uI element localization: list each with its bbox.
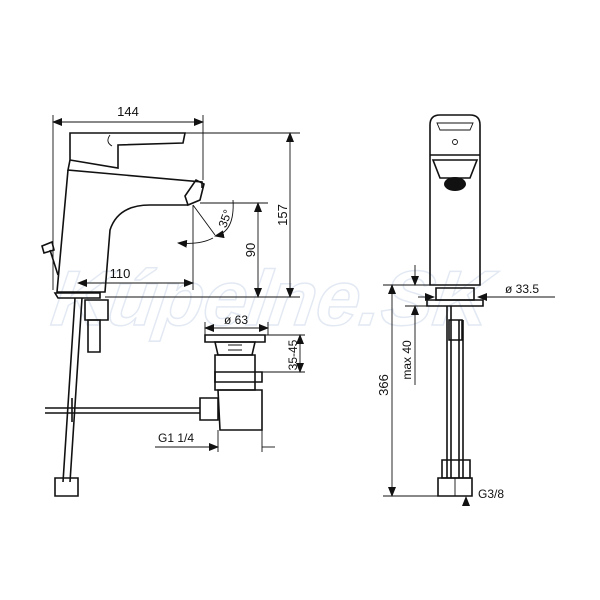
dim-max-deck: max 40 [400,340,414,380]
dim-connection-thread: G3/8 [478,487,504,501]
supply-fitting [87,319,101,353]
faucet-side-view [41,132,205,497]
supply-hose [62,297,83,483]
lever-handle [69,132,186,169]
faucet-front-view [426,114,484,497]
dim-angle: 35° [216,208,235,230]
waste-dimensions: ø 63 35-45 G1 1/4 [155,313,305,452]
dim-total-length: 366 [376,374,391,396]
popup-rod [45,407,200,414]
front-dimensions: 366 max 40 ø 33.5 G3/8 [376,265,555,506]
connection-nut [437,477,473,497]
popup-knob [41,240,55,254]
aerator-nozzle [444,177,466,191]
front-hoses [446,306,464,478]
dim-waste-diameter: ø 63 [224,313,248,327]
dim-waste-thread: G1 1/4 [158,431,194,445]
dim-thickness: 35-45 [286,339,300,370]
hose-coupling [54,477,79,497]
front-body [429,114,481,286]
dim-spout-height: 90 [243,243,258,257]
waste-fitting [199,334,266,431]
dim-height: 157 [275,204,290,226]
dim-reach: 110 [110,266,131,281]
spout-top [67,159,203,188]
base-plate [426,299,484,307]
dim-base-diameter: ø 33.5 [505,282,539,296]
faucet-body [56,169,188,293]
dim-length: 144 [117,104,139,119]
aerator [184,178,205,207]
side-dimensions: 144 157 90 110 35° [52,104,300,298]
